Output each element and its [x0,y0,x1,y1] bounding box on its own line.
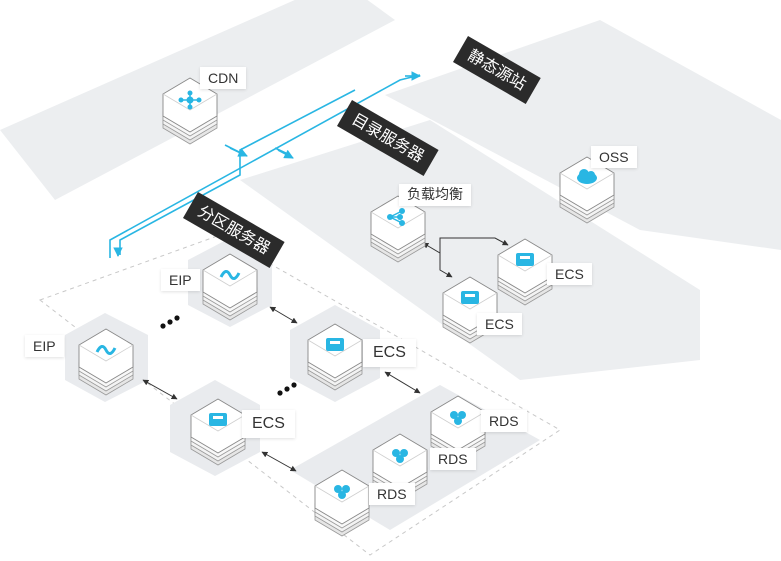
load-balancer-label: 负载均衡 [399,184,471,206]
more-nodes-dots [160,315,297,396]
ecs-icon [516,253,534,266]
load-balancer-icon [387,208,405,226]
ecs-icon [461,291,479,304]
rds-label-1: RDS [481,410,527,432]
ecs-icon [209,413,227,426]
rds-icon [450,411,466,425]
ecs-icon [326,338,344,351]
dir-ecs-label-2: ECS [477,313,522,335]
eip-label-1: EIP [161,269,200,291]
oss-label: OSS [591,146,637,168]
eip-icon [95,345,117,355]
rds-icon [334,485,350,499]
dir-ecs-label-1: ECS [547,263,592,285]
eip-icon [219,270,241,280]
rds-label-3: RDS [369,483,415,505]
cdn-icon [178,90,202,110]
cdn-label: CDN [200,67,247,89]
oss-icon [577,169,597,184]
rds-icon [392,449,408,463]
rds-label-2: RDS [430,448,476,470]
eip-label-2: EIP [25,335,64,357]
relation-arrows [142,237,509,472]
link-arrows [113,71,421,257]
part-ecs-label-1: ECS [363,339,416,367]
part-ecs-label-2: ECS [242,410,295,438]
zone-directory [240,120,700,380]
